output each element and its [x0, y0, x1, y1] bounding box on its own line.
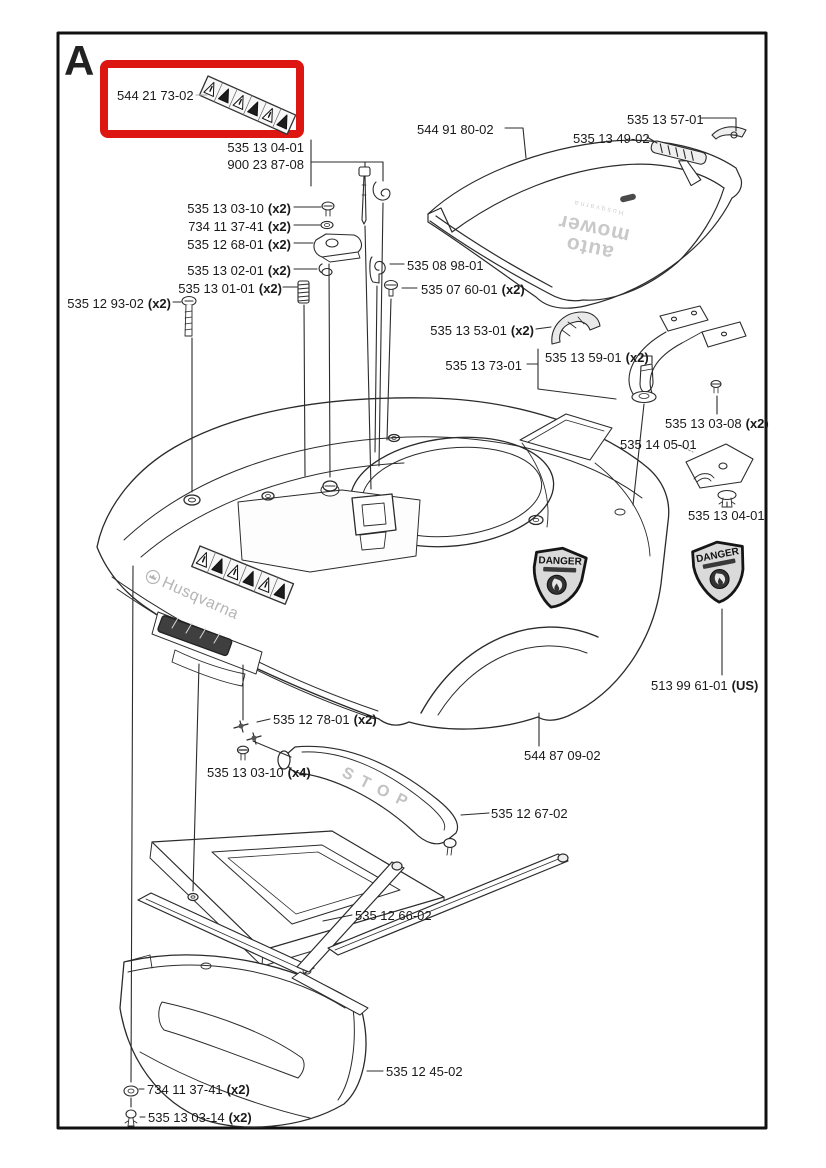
section-letter: A — [64, 37, 95, 84]
bumper-drawing — [119, 954, 369, 1128]
part-label-535-12-45-02: 535 12 45-02 — [386, 1064, 463, 1079]
fastener-parts-drawing — [181, 166, 399, 337]
part-label-544-87-09-02: 544 87 09-02 — [524, 748, 601, 763]
part-label-535-12-93-02: 535 12 93-02(x2) — [67, 296, 171, 311]
part-label-535-13-04-01: 535 13 04-01 — [227, 140, 304, 155]
part-label-513-99-61-01: 513 99 61-01(US) — [651, 678, 759, 693]
clip-parts-drawing — [233, 720, 262, 761]
part-label-535-13-53-01: 535 13 53-01(x2) — [430, 323, 534, 338]
part-label-544-21-73-02: 544 21 73-02 — [117, 88, 194, 103]
part-label-535-12-78-01: 535 12 78-01(x2) — [273, 712, 377, 727]
part-label-535-14-05-01: 535 14 05-01 — [620, 437, 697, 452]
part-label-734-11-37-41-b: 734 11 37-41(x2) — [147, 1082, 250, 1097]
part-label-535-13-57-01: 535 13 57-01 — [627, 112, 704, 127]
husqvarna-crown-icon — [145, 569, 161, 585]
part-label-535-13-03-14: 535 13 03-14(x2) — [148, 1110, 252, 1125]
part-label-535-13-02-01: 535 13 02-01(x2) — [187, 263, 291, 278]
panel-drawing — [137, 830, 569, 976]
part-label-535-13-03-10-b: 535 13 03-10(x4) — [207, 765, 311, 780]
page-frame — [56, 31, 768, 1130]
part-label-900-23-87-08: 900 23 87-08 — [227, 157, 304, 172]
highlight-box — [100, 60, 304, 138]
part-label-544-91-80-02: 544 91 80-02 — [417, 122, 494, 137]
part-label-734-11-37-41: 734 11 37-41(x2) — [188, 219, 291, 234]
latch-parts-drawing — [650, 126, 747, 187]
part-label-535-13-73-01: 535 13 73-01 — [445, 358, 522, 373]
part-label-535-13-03-10: 535 13 03-10(x2) — [187, 201, 291, 216]
body-drawing — [96, 397, 670, 730]
lid-drawing — [427, 139, 743, 309]
part-label-535-12-67-02: 535 12 67-02 — [491, 806, 568, 821]
part-label-535-13-03-08: 535 13 03-08(x2) — [665, 416, 769, 431]
part-label-535-13-01-01: 535 13 01-01(x2) — [178, 281, 282, 296]
part-label-535-12-66-02: 535 12 66-02 — [355, 908, 432, 923]
leader-lines — [130, 94, 737, 1118]
part-label-535-13-59-01: 535 13 59-01(x2) — [545, 350, 649, 365]
part-label-535-07-60-01: 535 07 60-01(x2) — [421, 282, 525, 297]
part-label-535-13-04-01-b: 535 13 04-01 — [688, 508, 765, 523]
bottom-fasteners-drawing — [123, 1085, 139, 1127]
part-label-535-08-98-01: 535 08 98-01 — [407, 258, 484, 273]
right-parts-drawing — [551, 305, 754, 508]
part-label-535-13-49-02: 535 13 49-02 — [573, 131, 650, 146]
part-label-535-12-68-01: 535 12 68-01(x2) — [187, 237, 291, 252]
